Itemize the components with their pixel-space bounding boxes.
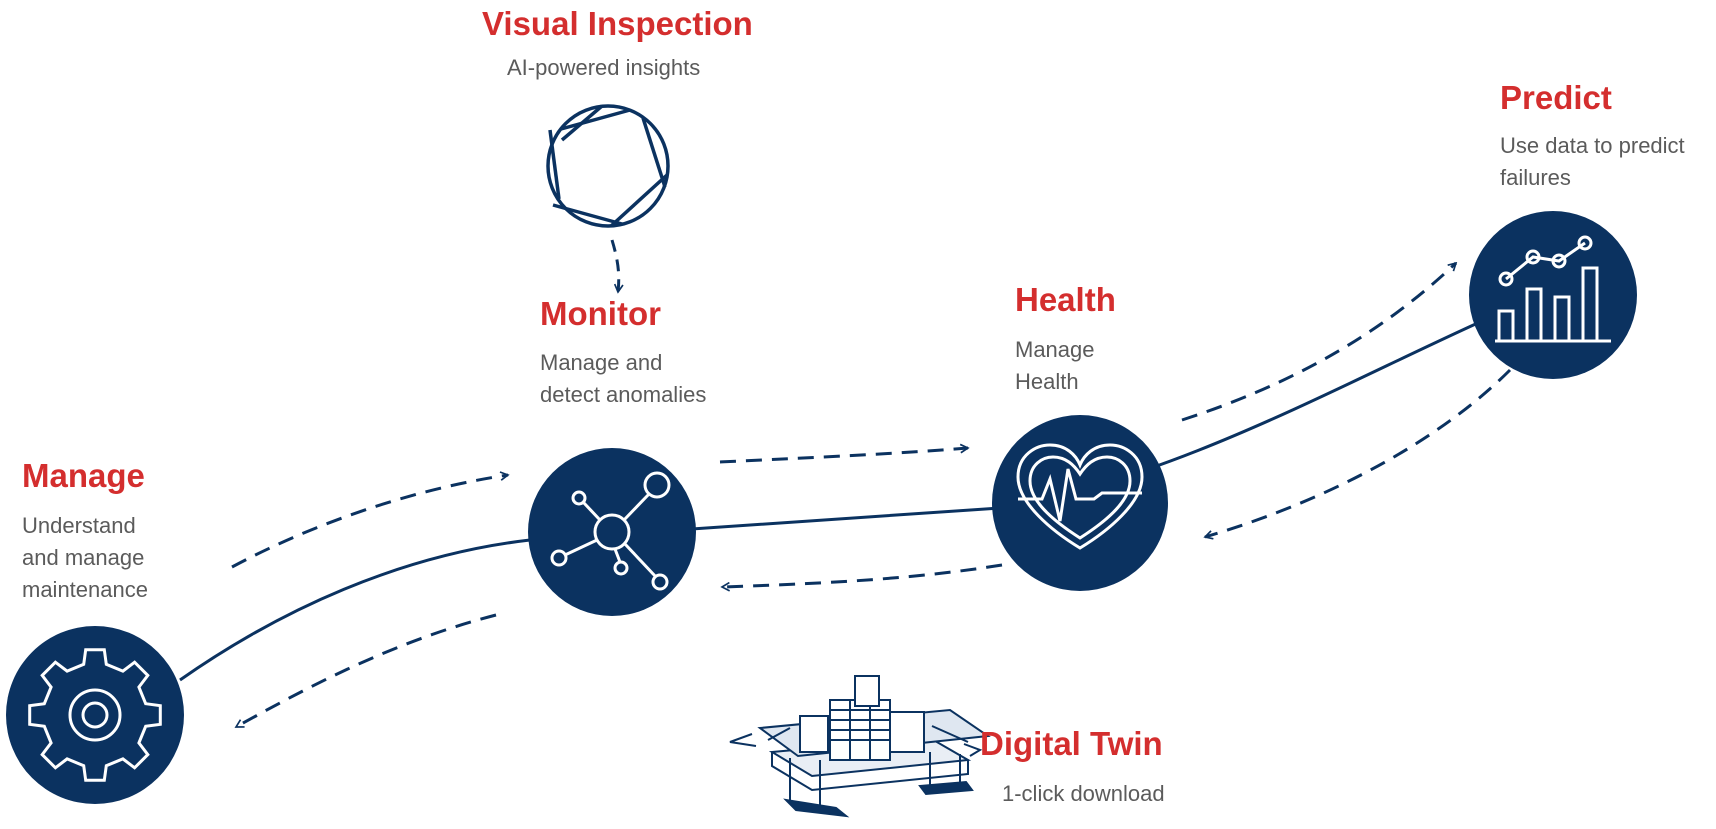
visual-inspection-title: Visual Inspection xyxy=(482,5,753,42)
predict-title: Predict xyxy=(1500,79,1612,116)
network-hub-icon xyxy=(550,471,671,591)
visual-inspection-description: AI-powered insights xyxy=(507,52,700,84)
monitor-title: Monitor xyxy=(540,295,661,332)
monitor-description: Manage and detect anomalies xyxy=(540,347,706,411)
arrow-health-to-predict xyxy=(1181,263,1456,422)
predict-node xyxy=(1469,211,1637,379)
offshore-platform-icon xyxy=(729,675,991,818)
visual-inspection-description-line: AI-powered insights xyxy=(507,55,701,80)
health-node xyxy=(992,415,1168,591)
health-description-line: Health xyxy=(1015,369,1079,394)
arrow-monitor-to-manage xyxy=(236,613,497,729)
manage-title: Manage xyxy=(22,457,145,494)
arrow-predict-to-health xyxy=(1205,368,1512,537)
gear-icon xyxy=(28,648,162,782)
predict-description: Use data to predict failures xyxy=(1500,130,1685,194)
manage-description-line: and manage xyxy=(22,545,145,570)
monitor-node xyxy=(528,448,696,616)
monitor-description-line: detect anomalies xyxy=(540,382,707,407)
arrow-monitor-to-health xyxy=(719,448,968,464)
manage-description-line: Understand xyxy=(22,513,136,538)
health-description: Manage Health xyxy=(1015,334,1095,398)
arrow-visual-inspection-to-monitor xyxy=(610,239,619,292)
manage-node xyxy=(6,626,184,804)
main-flow-line xyxy=(179,320,1481,682)
health-description-line: Manage xyxy=(1015,337,1095,362)
manage-description-line: maintenance xyxy=(22,577,148,602)
monitor-description-line: Manage and xyxy=(540,350,663,375)
digital-twin-title: Digital Twin xyxy=(980,725,1163,762)
digital-twin-description-line: 1-click download xyxy=(1002,781,1165,806)
arrow-manage-to-monitor xyxy=(231,475,508,569)
predict-description-line: failures xyxy=(1500,165,1571,190)
predict-description-line: Use data to predict xyxy=(1500,133,1685,158)
camera-aperture-icon xyxy=(546,104,670,228)
arrow-health-to-monitor xyxy=(722,563,1003,587)
heart-pulse-icon xyxy=(1016,443,1144,550)
health-title: Health xyxy=(1015,281,1116,318)
digital-twin-description: 1-click download xyxy=(1002,778,1165,810)
manage-description: Understand and manage maintenance xyxy=(22,510,148,606)
bar-line-chart-icon xyxy=(1495,235,1611,343)
